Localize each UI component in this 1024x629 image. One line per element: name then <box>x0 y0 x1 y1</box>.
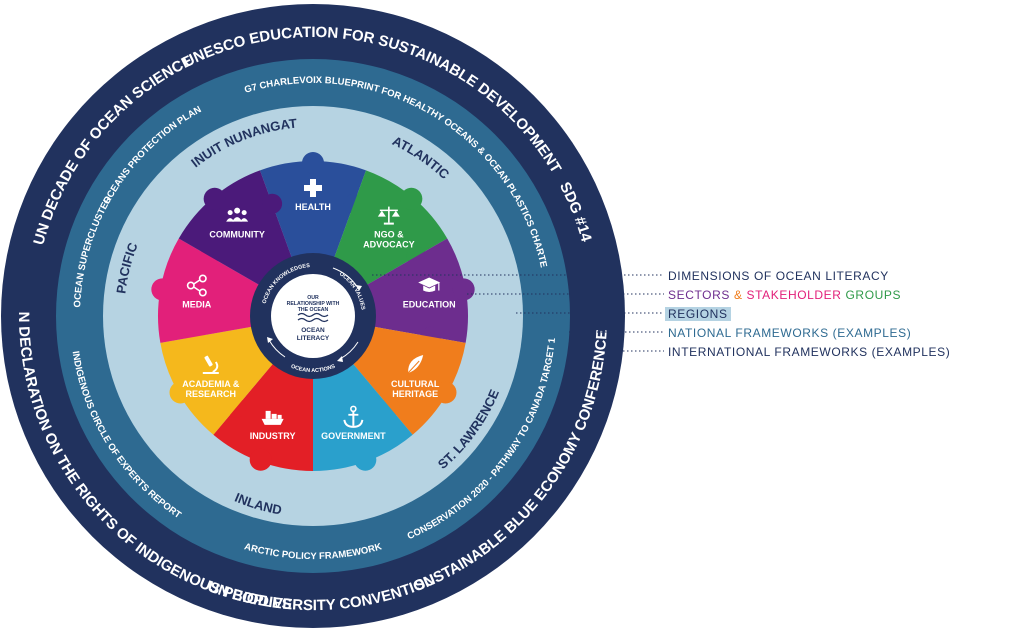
sector-label-ngo-advocacy: NGO &ADVOCACY <box>363 230 415 250</box>
legend-international: INTERNATIONAL FRAMEWORKS (EXAMPLES) <box>668 345 951 359</box>
core-white-disc <box>271 274 355 358</box>
sector-wedges <box>151 152 475 472</box>
legend-national: NATIONAL FRAMEWORKS (EXAMPLES) <box>668 326 912 340</box>
puzzle-knob <box>452 278 475 301</box>
ship-icon <box>261 410 284 425</box>
puzzle-knob <box>249 448 272 471</box>
waves-icon <box>297 312 329 323</box>
puzzle-knob <box>151 278 174 301</box>
puzzle-knob <box>434 381 457 404</box>
legend-regions-text: REGIONS <box>665 307 731 321</box>
people-icon <box>226 207 249 222</box>
sector-label-industry: INDUSTRY <box>250 431 296 441</box>
anchor-icon <box>343 405 364 428</box>
sector-label-health: HEALTH <box>295 202 331 212</box>
legend-leader-lines <box>372 274 664 352</box>
sector-wedge-cultural-heritage <box>351 326 466 435</box>
puzzle-knob <box>169 381 192 404</box>
feather-icon <box>405 355 424 376</box>
sector-wedge-health <box>259 160 367 260</box>
puzzle-knob <box>400 187 423 210</box>
puzzle-knob <box>302 152 324 174</box>
sector-label-media: MEDIA <box>182 300 212 310</box>
legend-groups-word: GROUPS <box>845 288 902 302</box>
scales-icon <box>377 206 400 225</box>
sector-wedge-ngo-advocacy <box>333 170 448 286</box>
sector-wedge-media <box>158 238 262 343</box>
puzzle-knob <box>203 187 226 210</box>
legend-dimensions: DIMENSIONS OF OCEAN LITERACY <box>668 269 889 283</box>
sector-label-education: EDUCATION <box>403 300 456 310</box>
legend-sectors: SECTORS & STAKEHOLDER GROUPS <box>668 286 950 305</box>
legend-sectors-word: SECTORS <box>668 288 730 302</box>
cross-icon <box>304 179 322 197</box>
legend-stakeholder-word: STAKEHOLDER <box>746 288 842 302</box>
legend: DIMENSIONS OF OCEAN LITERACY SECTORS & S… <box>665 267 951 362</box>
puzzle-knob <box>262 193 283 214</box>
legend-regions: REGIONS <box>665 305 950 324</box>
graduation-cap-icon <box>418 277 441 293</box>
core-cycle-arrows <box>267 267 362 362</box>
share-icon <box>186 274 207 297</box>
legend-ampersand: & <box>733 288 743 302</box>
sector-wedge-academia-research <box>160 326 275 435</box>
microscope-icon <box>202 355 219 374</box>
sector-label-government: GOVERNMENT <box>321 431 386 441</box>
sector-wedge-government <box>313 361 413 471</box>
sector-label-academia-research: ACADEMIA &RESEARCH <box>182 379 240 399</box>
sector-wedge-education <box>364 238 468 343</box>
puzzle-knob <box>354 448 377 471</box>
sector-wedge-industry <box>213 361 313 472</box>
core-label-actions: OCEAN ACTIONS <box>290 364 337 374</box>
sector-label-community: COMMUNITY <box>209 230 265 240</box>
sector-icons <box>186 179 441 428</box>
